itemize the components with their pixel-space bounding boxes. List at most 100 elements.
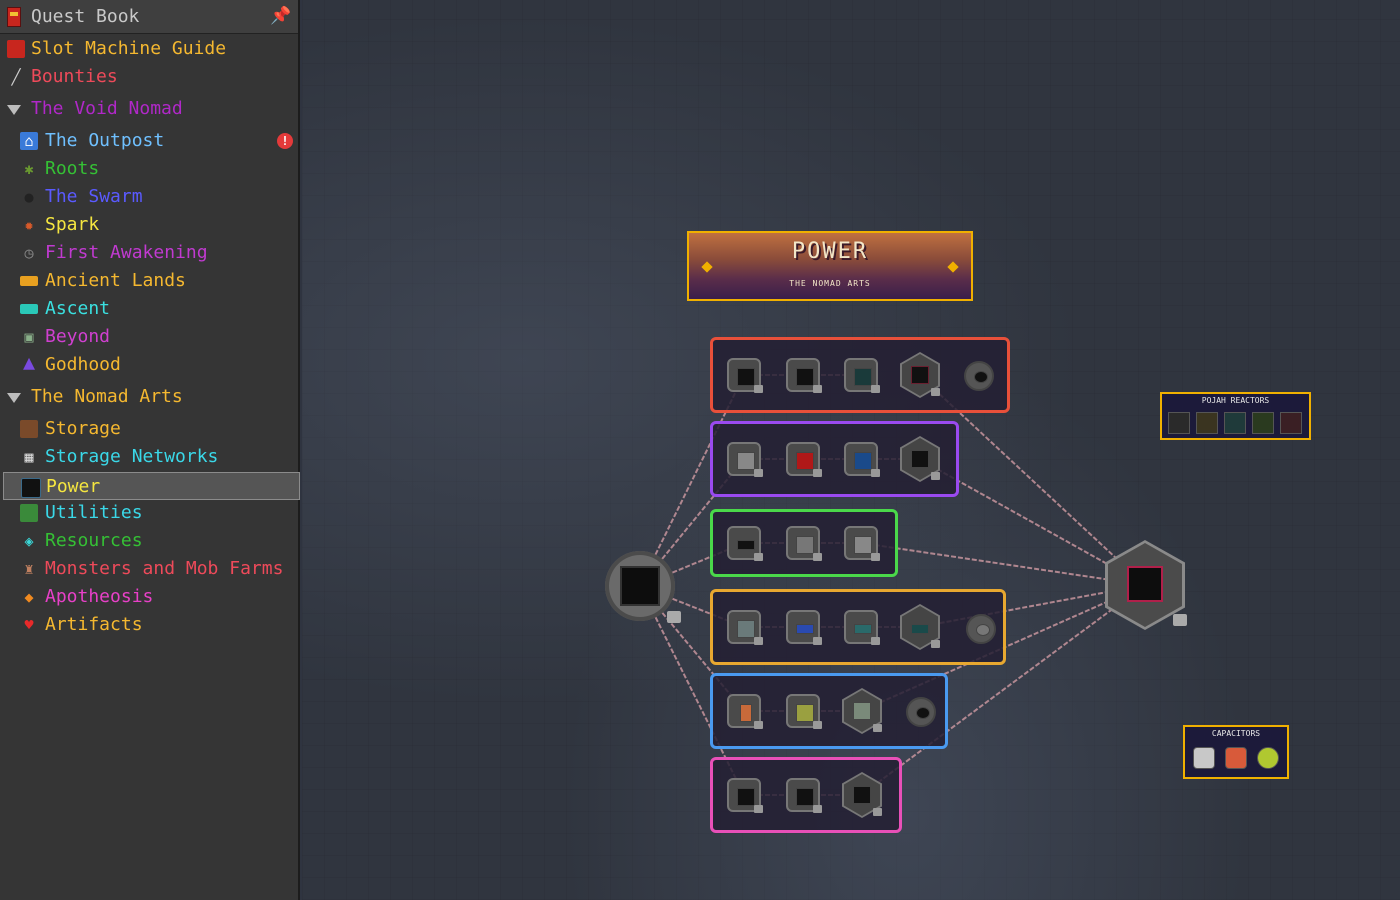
quest-node[interactable] <box>727 694 763 729</box>
quest-node[interactable] <box>727 358 763 393</box>
quest-node[interactable] <box>900 436 940 482</box>
collapse-arrow-icon[interactable] <box>7 105 21 115</box>
quest-node[interactable] <box>844 526 880 561</box>
quest-node[interactable] <box>966 614 996 644</box>
quest-canvas[interactable]: POWER THE NOMAD ARTS <box>302 0 1400 900</box>
sidebar-item-artifacts[interactable]: ♥ Artifacts <box>0 611 298 639</box>
sidebar-item-storage[interactable]: Storage <box>0 415 298 443</box>
lock-icon <box>1173 614 1187 626</box>
quest-node[interactable] <box>727 610 763 645</box>
network-icon: ▦ <box>24 448 34 466</box>
quest-node[interactable] <box>786 358 822 393</box>
slot-machine-icon <box>7 40 25 58</box>
spark-icon: ✹ <box>24 216 34 234</box>
reactors-panel: POJAH REACTORS <box>1160 392 1311 440</box>
quest-node[interactable] <box>906 697 936 727</box>
sidebar-group-label: The Void Nomad <box>31 98 183 119</box>
sidebar-item-label: The Swarm <box>45 186 143 207</box>
godhood-icon: ▲ <box>22 350 36 374</box>
alert-icon: ! <box>277 133 293 149</box>
clock-icon: ◷ <box>24 244 34 262</box>
quest-node[interactable] <box>786 694 822 729</box>
sidebar-item-label: Ascent <box>45 298 111 319</box>
sidebar-item-slot-machine-guide[interactable]: Slot Machine Guide <box>0 35 298 63</box>
capacitor-slot[interactable] <box>1193 747 1215 769</box>
ingot-icon <box>20 304 38 314</box>
sidebar-item-first-awakening[interactable]: ◷ First Awakening <box>0 239 298 267</box>
sidebar-item-ancient-lands[interactable]: Ancient Lands <box>0 267 298 295</box>
sidebar-item-the-outpost[interactable]: ⌂ The Outpost ! <box>0 127 298 155</box>
quest-node[interactable] <box>786 610 822 645</box>
sidebar-item-bounties[interactable]: ╱ Bounties <box>0 63 298 91</box>
sidebar-item-monsters-and-mob-farms[interactable]: ♜ Monsters and Mob Farms <box>0 555 298 583</box>
heart-icon: ♥ <box>24 616 34 634</box>
quest-node[interactable] <box>727 442 763 477</box>
quest-node[interactable] <box>786 442 822 477</box>
quest-book-header: Quest Book 📌 <box>0 0 298 34</box>
reactor-slot[interactable] <box>1196 412 1218 434</box>
chapter-banner: POWER THE NOMAD ARTS <box>687 231 973 301</box>
sidebar-item-godhood[interactable]: ▲ Godhood <box>0 351 298 379</box>
quest-node[interactable] <box>842 772 882 818</box>
reactors-panel-title: POJAH REACTORS <box>1201 396 1270 405</box>
reactor-slot[interactable] <box>1252 412 1274 434</box>
collapse-arrow-icon[interactable] <box>7 393 21 403</box>
sidebar-item-utilities[interactable]: Utilities <box>0 499 298 527</box>
quest-node[interactable] <box>842 688 882 734</box>
quest-node[interactable] <box>900 352 940 398</box>
sidebar-item-storage-networks[interactable]: ▦ Storage Networks <box>0 443 298 471</box>
roots-icon: ✱ <box>24 160 34 178</box>
quest-node-final-hex[interactable] <box>1105 540 1187 630</box>
quest-node[interactable] <box>786 778 822 813</box>
sidebar-item-label: Storage <box>45 418 121 439</box>
capacitors-panel-title: CAPACITORS <box>1211 729 1261 738</box>
sidebar-group-label: The Nomad Arts <box>31 386 183 407</box>
gold-ingot-icon <box>20 276 38 286</box>
sidebar-item-label: Artifacts <box>45 614 143 635</box>
sidebar-item-label: Resources <box>45 530 143 551</box>
sidebar-item-label: Spark <box>45 214 100 235</box>
storage-icon <box>20 420 38 438</box>
sidebar-item-apotheosis[interactable]: ◆ Apotheosis <box>0 583 298 611</box>
sidebar-item-resources[interactable]: ◈ Resources <box>0 527 298 555</box>
sidebar-item-roots[interactable]: ✱ Roots <box>0 155 298 183</box>
reactor-slot[interactable] <box>1224 412 1246 434</box>
sidebar-group-the-nomad-arts[interactable]: The Nomad Arts <box>0 383 298 411</box>
quest-node[interactable] <box>844 442 880 477</box>
pin-icon[interactable]: 📌 <box>270 6 292 26</box>
quest-node[interactable] <box>727 526 763 561</box>
quest-node[interactable] <box>844 358 880 393</box>
quest-node[interactable] <box>727 778 763 813</box>
quest-node[interactable] <box>964 361 994 391</box>
sidebar-item-label: Monsters and Mob Farms <box>45 558 284 579</box>
quest-node[interactable] <box>900 604 940 650</box>
sidebar-item-label: Slot Machine Guide <box>31 38 227 59</box>
sidebar-item-label: The Outpost <box>45 130 165 151</box>
swarm-icon: ● <box>24 188 34 206</box>
power-block-icon <box>21 478 41 498</box>
quest-node[interactable] <box>844 610 880 645</box>
sidebar-item-label: Power <box>46 476 101 497</box>
reactor-slot[interactable] <box>1280 412 1302 434</box>
sidebar-item-beyond[interactable]: ▣ Beyond <box>0 323 298 351</box>
sidebar-group-the-void-nomad[interactable]: The Void Nomad <box>0 95 298 123</box>
quest-node-start-gear[interactable] <box>605 551 681 623</box>
resources-icon: ◈ <box>24 532 34 550</box>
capacitors-panel: CAPACITORS <box>1183 725 1289 779</box>
sidebar-item-label: First Awakening <box>45 242 208 263</box>
mob-icon: ♜ <box>24 560 34 578</box>
sidebar-item-label: Ancient Lands <box>45 270 186 291</box>
reactor-slot[interactable] <box>1168 412 1190 434</box>
capacitor-slot[interactable] <box>1225 747 1247 769</box>
sidebar-item-power[interactable]: Power <box>3 472 300 500</box>
sidebar-item-label: Bounties <box>31 66 118 87</box>
lock-icon <box>667 611 681 623</box>
quest-node[interactable] <box>786 526 822 561</box>
sidebar-item-the-swarm[interactable]: ● The Swarm <box>0 183 298 211</box>
capacitor-slot[interactable] <box>1257 747 1279 769</box>
quest-sidebar: Quest Book 📌 Slot Machine Guide ╱ Bounti… <box>0 0 300 900</box>
sidebar-item-ascent[interactable]: Ascent <box>0 295 298 323</box>
quest-book-title: Quest Book <box>31 6 140 27</box>
utilities-icon <box>20 504 38 522</box>
sidebar-item-spark[interactable]: ✹ Spark <box>0 211 298 239</box>
